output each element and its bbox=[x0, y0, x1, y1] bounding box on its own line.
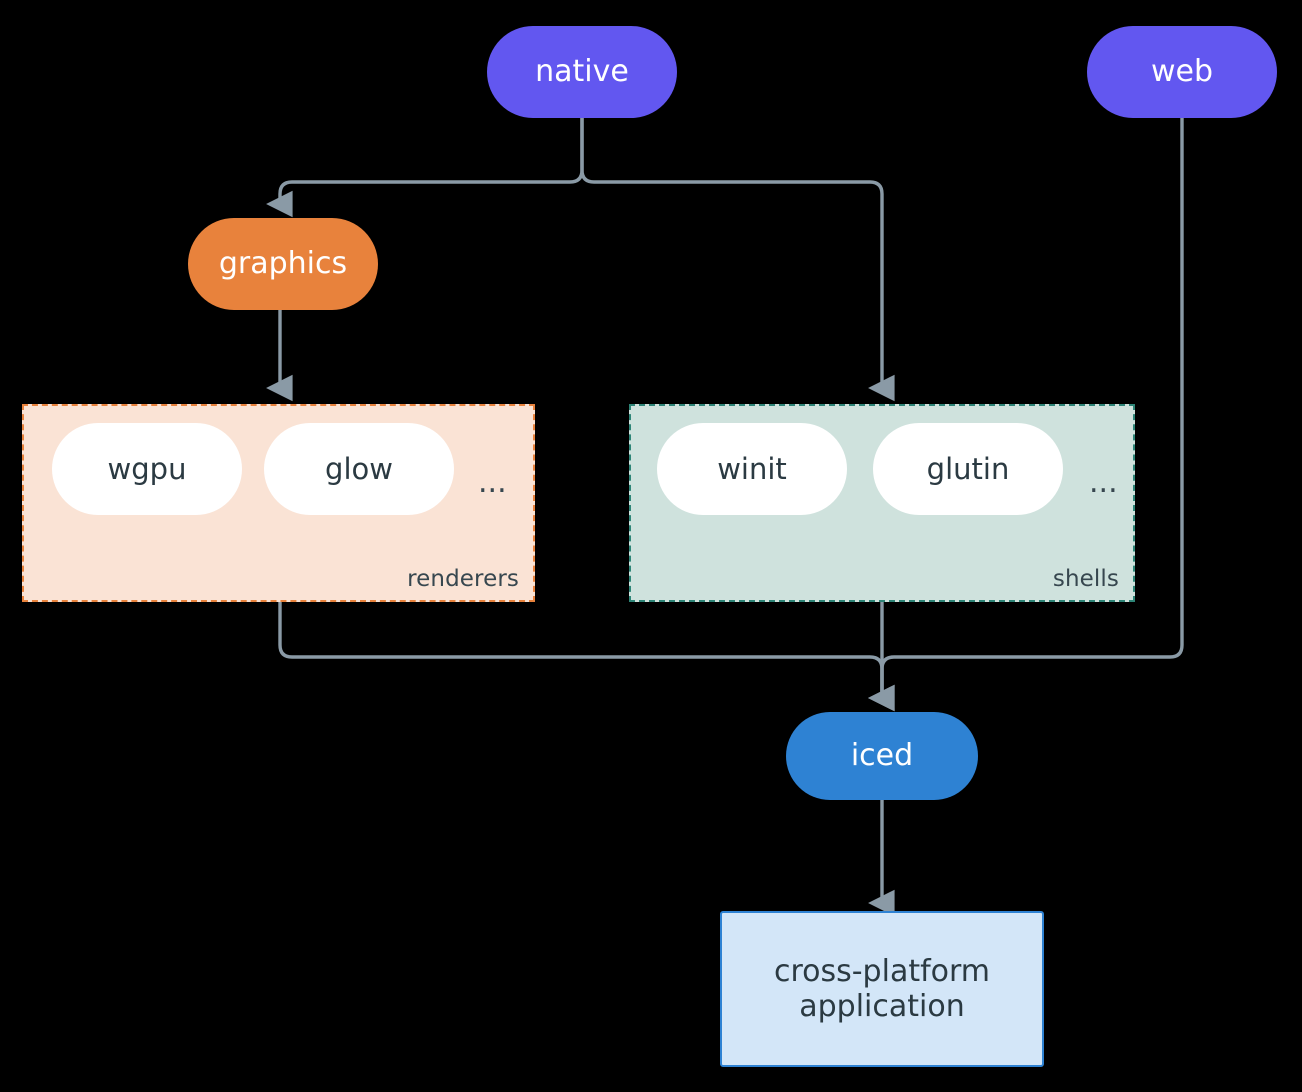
node-native-label: native bbox=[535, 54, 629, 90]
group-renderers-overflow-indicator: ... bbox=[478, 465, 507, 500]
group-renderers-item-glow-label: glow bbox=[325, 451, 393, 486]
node-native[interactable]: native bbox=[487, 26, 677, 118]
node-iced-label: iced bbox=[850, 738, 914, 774]
group-shells-item-glutin[interactable]: glutin bbox=[873, 423, 1063, 515]
group-shells-item-winit[interactable]: winit bbox=[657, 423, 847, 515]
node-graphics-label: graphics bbox=[218, 246, 348, 282]
edge-native-to-shells bbox=[580, 116, 895, 402]
group-renderers-item-glow[interactable]: glow bbox=[264, 423, 454, 515]
group-renderers-item-wgpu-label: wgpu bbox=[107, 451, 187, 486]
group-renderers-label: renderers bbox=[407, 566, 519, 592]
node-web-label: web bbox=[1150, 54, 1214, 90]
edge-native-to-graphics bbox=[266, 116, 584, 218]
group-shells-item-glutin-label: glutin bbox=[926, 451, 1010, 486]
node-iced[interactable]: iced bbox=[786, 712, 978, 800]
group-shells-label: shells bbox=[1052, 566, 1119, 592]
node-web[interactable]: web bbox=[1087, 26, 1277, 118]
group-shells-item-winit-label: winit bbox=[717, 451, 787, 486]
group-shells: winit glutin ... shells bbox=[629, 404, 1135, 602]
node-graphics[interactable]: graphics bbox=[188, 218, 378, 310]
group-renderers: wgpu glow ... renderers bbox=[22, 404, 535, 602]
node-application[interactable]: cross-platform application bbox=[720, 911, 1044, 1067]
edge-renderers-to-iced bbox=[278, 602, 895, 712]
group-shells-overflow-indicator: ... bbox=[1089, 465, 1118, 500]
node-application-label: cross-platform application bbox=[773, 953, 991, 1024]
group-renderers-item-wgpu[interactable]: wgpu bbox=[52, 423, 242, 515]
